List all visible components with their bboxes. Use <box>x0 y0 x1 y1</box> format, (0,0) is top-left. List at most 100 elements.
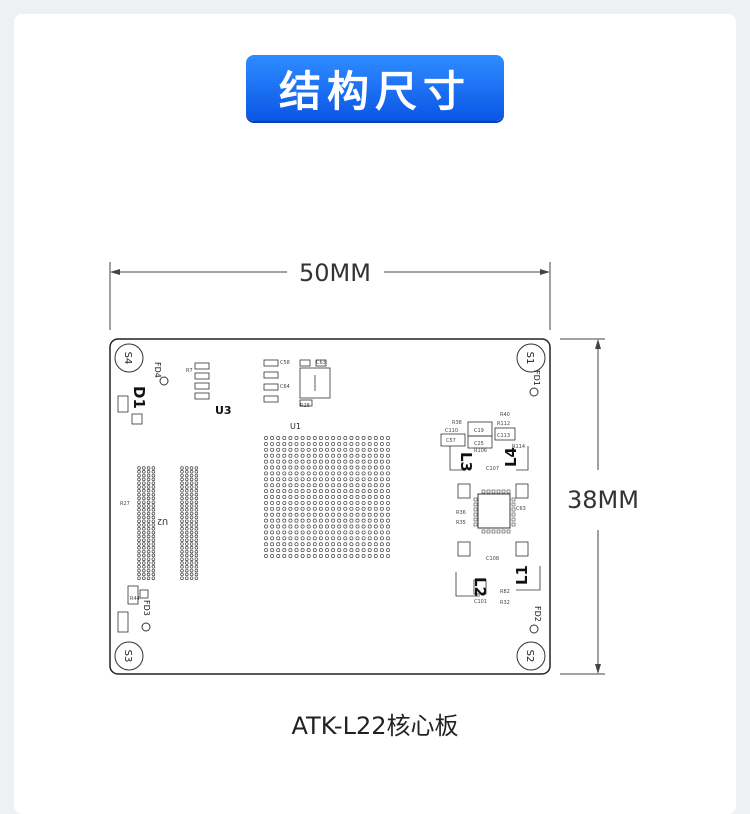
pad <box>349 465 354 470</box>
pad <box>318 483 323 488</box>
svg-text:C64: C64 <box>280 384 290 390</box>
pad <box>373 536 378 541</box>
pad <box>294 495 299 499</box>
pad <box>379 512 384 517</box>
pad <box>180 549 184 554</box>
pad <box>300 524 305 529</box>
pad <box>180 492 184 497</box>
pad <box>343 548 348 553</box>
svg-text:C25: C25 <box>474 441 484 447</box>
pad <box>137 534 141 539</box>
pad <box>331 518 336 523</box>
pad <box>367 465 372 470</box>
pad <box>288 489 293 494</box>
inductor-l2: L2 <box>471 577 489 597</box>
pad <box>379 453 384 458</box>
pad <box>185 466 189 470</box>
pad <box>373 542 378 547</box>
svg-text:S4: S4 <box>122 352 133 365</box>
pad <box>137 485 141 489</box>
pad <box>373 495 378 499</box>
pad <box>318 495 323 499</box>
pad <box>264 489 268 494</box>
pad <box>343 465 348 470</box>
pad <box>288 518 293 523</box>
pad <box>288 447 293 452</box>
pad <box>189 489 194 493</box>
pad <box>142 508 146 512</box>
pad <box>151 534 156 539</box>
pad <box>151 508 156 512</box>
pad <box>180 530 184 535</box>
pad <box>306 512 311 517</box>
pad <box>270 471 275 476</box>
pad <box>264 477 268 482</box>
pad <box>194 485 199 489</box>
pad <box>337 436 342 440</box>
pad <box>276 447 281 452</box>
pad <box>185 549 189 554</box>
pad <box>151 538 156 542</box>
pad <box>142 530 146 535</box>
pad <box>146 568 151 573</box>
pad <box>373 518 378 523</box>
pad <box>318 459 323 464</box>
pad <box>282 441 287 446</box>
pad <box>264 536 268 541</box>
qfn-pin <box>473 522 478 527</box>
pad <box>379 500 384 505</box>
pad <box>349 530 354 535</box>
pad <box>189 572 194 577</box>
pad <box>288 459 293 464</box>
pad <box>151 553 156 558</box>
pad <box>189 527 194 531</box>
pad <box>379 477 384 482</box>
pad <box>386 506 390 511</box>
pad <box>142 489 146 493</box>
pad <box>146 523 151 527</box>
fiducial-fd1: FD1 <box>529 370 541 397</box>
svg-text:C19: C19 <box>474 428 484 434</box>
pad <box>270 465 275 470</box>
pad <box>337 512 342 517</box>
pad <box>312 483 317 488</box>
pad <box>185 561 189 565</box>
pad <box>343 483 348 488</box>
pad <box>146 504 151 508</box>
pad <box>386 536 390 541</box>
connector-footprint-right <box>180 466 199 580</box>
inductor-l1: L1 <box>513 565 531 585</box>
pad <box>361 548 366 553</box>
pad <box>194 477 199 482</box>
qfn-pin <box>473 497 478 502</box>
pad <box>325 500 329 505</box>
qfn-pins <box>473 489 516 534</box>
pad <box>151 557 156 561</box>
pad <box>264 471 268 476</box>
pad <box>142 568 146 573</box>
pad <box>185 515 189 520</box>
pad <box>151 542 156 546</box>
pad <box>306 536 311 541</box>
pad <box>189 477 194 482</box>
pad <box>137 542 141 546</box>
pad <box>373 512 378 517</box>
pad <box>288 441 293 446</box>
pad <box>282 465 287 470</box>
pad <box>294 554 299 558</box>
pad <box>137 568 141 573</box>
pad <box>264 459 268 464</box>
svg-text:C57: C57 <box>446 438 456 444</box>
pad <box>306 459 311 464</box>
pad <box>146 519 151 523</box>
pad <box>343 506 348 511</box>
pad <box>355 489 360 494</box>
pad <box>180 527 184 531</box>
pad <box>180 489 184 493</box>
pad <box>318 506 323 511</box>
pad <box>264 554 268 558</box>
pad <box>373 548 378 553</box>
pad <box>189 534 194 539</box>
pad <box>337 524 342 529</box>
pad <box>294 436 299 440</box>
